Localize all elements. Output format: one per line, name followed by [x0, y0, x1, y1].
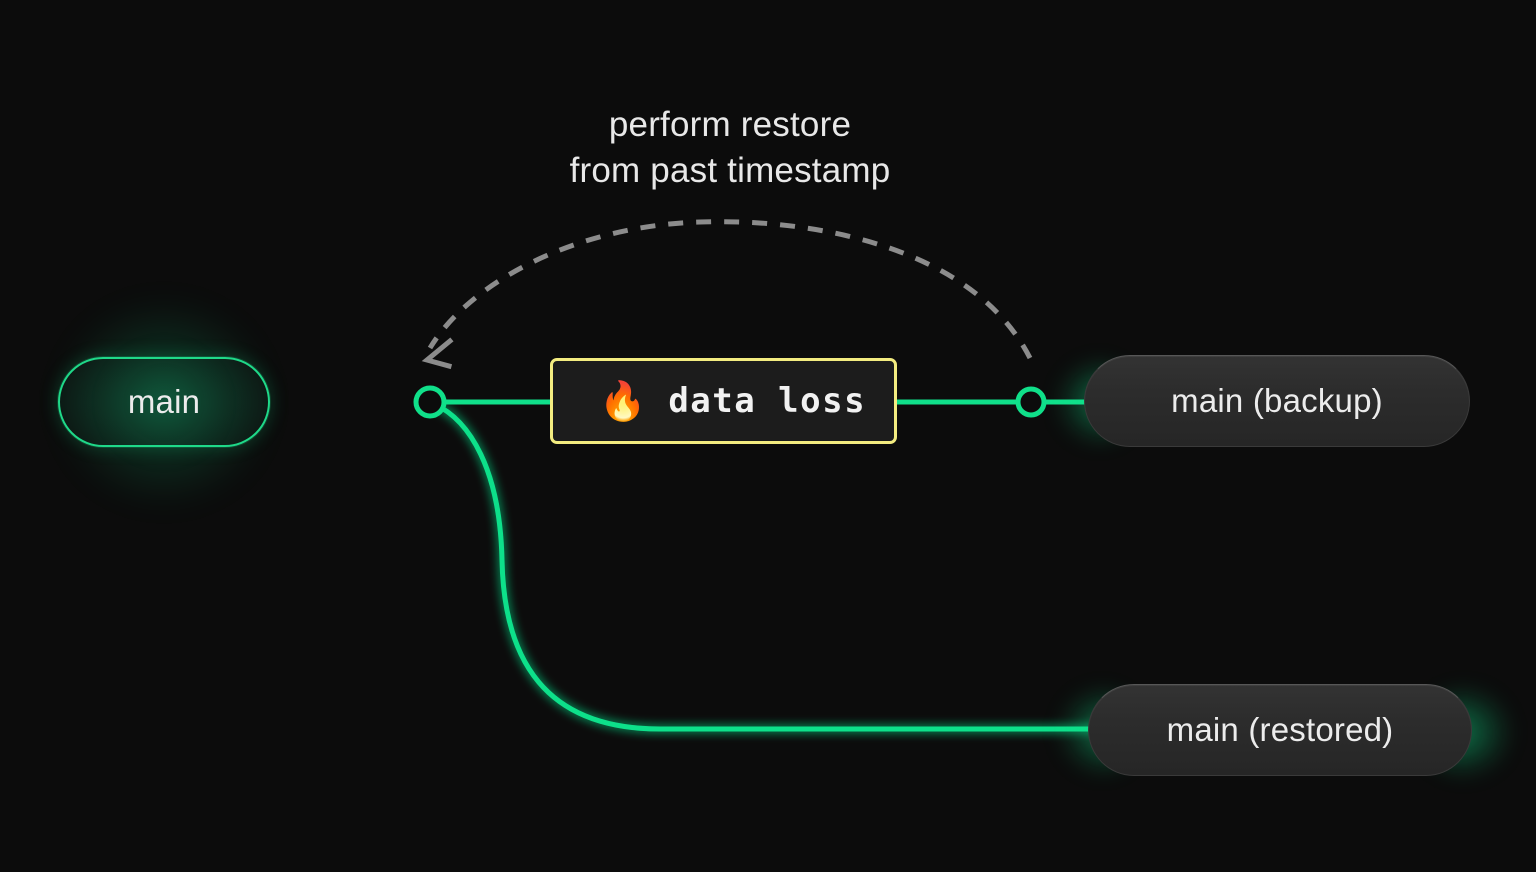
node-main[interactable]: main [58, 357, 270, 447]
data-loss-marker[interactable]: 🔥 data loss [550, 358, 897, 444]
restore-arrowhead-icon [421, 337, 454, 370]
fire-emoji: 🔥 [599, 379, 647, 423]
data-loss-label: data loss [668, 381, 867, 421]
node-main-backup[interactable]: main (backup) [1084, 355, 1470, 447]
backup-connector-node[interactable] [1015, 386, 1047, 418]
node-main-restored[interactable]: main (restored) [1088, 684, 1472, 776]
edge-junction-to-restored [431, 401, 1101, 732]
node-main-backup-label: main (backup) [1171, 382, 1383, 419]
restore-arc-dashed [427, 219, 1033, 360]
restore-annotation-caption: perform restore from past timestamp [569, 105, 891, 190]
node-main-label: main [127, 383, 201, 420]
node-main-restored-label: main (restored) [1166, 711, 1394, 748]
branch-junction-node[interactable] [413, 385, 447, 419]
